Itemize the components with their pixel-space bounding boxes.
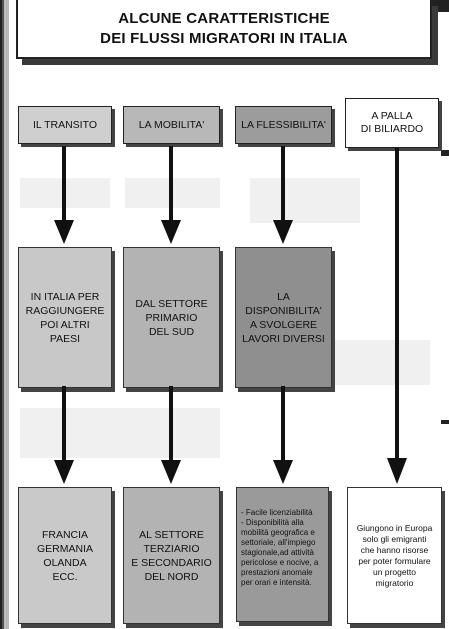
page-edge [0,0,9,629]
box-line: GERMANIA [36,542,93,555]
box-line: per poter formulare [358,555,431,566]
box-line: LA [277,290,290,303]
title-line-1: ALCUNE CARATTERISTICHE [118,9,330,27]
box-line: E SECONDARIO [131,556,212,569]
edge-mark [441,420,449,424]
label-text-line-1: A PALLA [371,110,413,122]
box-line: PRIMARIO [145,311,198,324]
label-text: LA MOBILITA' [138,118,205,131]
box-line: DISPONIBILITA' [245,304,322,317]
bleed-through [250,178,360,223]
box-transito-bottom: FRANCIA GERMANIA OLANDA ECC. [18,487,112,624]
box-line: FRANCIA [41,528,89,541]
down-arrow [273,146,293,244]
box-line: IN ITALIA PER [30,290,100,303]
box-line: DEL NORD [144,570,199,583]
label-mobilita: LA MOBILITA' [123,106,220,144]
box-line: DAL SETTORE [135,297,208,310]
down-arrow [161,146,181,244]
corner-strip [430,0,449,12]
box-line: un progetto [372,566,416,577]
long-down-arrow [387,148,407,484]
box-palla-bottom: Giungono in Europa solo gli emigranti ch… [347,487,442,624]
list-item: - Disponibilità alla mobilità geografica… [241,518,319,587]
edge-mark [441,150,449,156]
list-item: - Facile licenziabilità [241,508,313,517]
down-arrow [54,146,74,244]
box-line: OLANDA [43,556,87,569]
box-transito-middle: IN ITALIA PER RAGGIUNGERE POI ALTRI PAES… [18,247,112,388]
box-flessibilita-bottom: - Facile licenziabilità - Disponibilità … [236,487,329,622]
title-line-2: DEI FLUSSI MIGRATORI IN ITALIA [100,29,348,47]
box-line: che hanno risorse [360,544,429,555]
label-transito: IL TRANSITO [18,106,112,144]
box-line: solo gli emigranti [362,533,427,544]
label-palla-biliardo: A PALLA DI BILIARDO [345,98,439,148]
label-text: LA FLESSIBILITA' [241,118,326,131]
box-mobilita-middle: DAL SETTORE PRIMARIO DEL SUD [123,247,220,388]
label-text: IL TRANSITO [33,118,97,131]
box-line: Giungono in Europa [356,522,433,533]
diagram-title: ALCUNE CARATTERISTICHE DEI FLUSSI MIGRAT… [16,0,432,59]
box-line: DEL SUD [148,325,195,338]
label-text-line-2: DI BILIARDO [360,123,424,135]
down-arrow [273,386,293,484]
down-arrow [54,386,74,484]
box-line: RAGGIUNGERE [25,304,105,317]
box-line: PAESI [49,332,81,345]
bleed-through [20,408,220,458]
box-line: A SVOLGERE [249,318,318,331]
box-line: ECC. [52,570,78,583]
box-line: migratorio [375,577,414,588]
box-mobilita-bottom: AL SETTORE TERZIARIO E SECONDARIO DEL NO… [123,487,220,624]
box-line: POI ALTRI [40,318,90,331]
box-line: TERZIARIO [143,542,200,555]
label-flessibilita: LA FLESSIBILITA' [235,106,332,144]
box-line: LAVORI DIVERSI [242,332,325,345]
box-line: AL SETTORE [139,528,204,541]
box-flessibilita-middle: LA DISPONIBILITA' A SVOLGERE LAVORI DIVE… [235,247,332,388]
flessibilita-list: - Facile licenziabilità - Disponibilità … [241,508,326,588]
down-arrow [161,386,181,484]
